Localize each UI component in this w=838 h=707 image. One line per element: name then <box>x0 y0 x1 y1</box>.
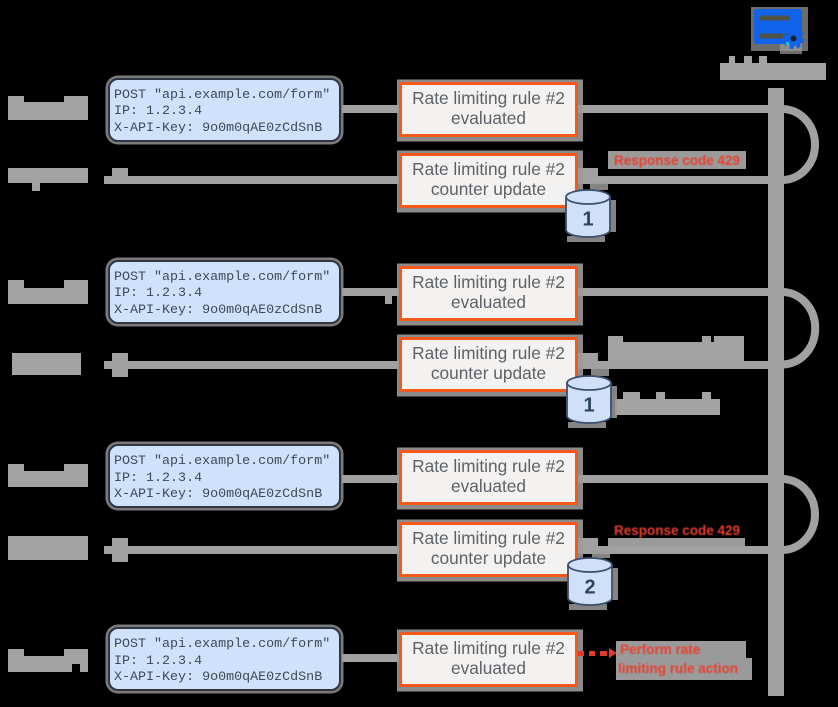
svg-text:1: 1 <box>583 395 594 417</box>
svg-text:2: 2 <box>584 577 595 599</box>
svg-text:1: 1 <box>582 209 593 231</box>
